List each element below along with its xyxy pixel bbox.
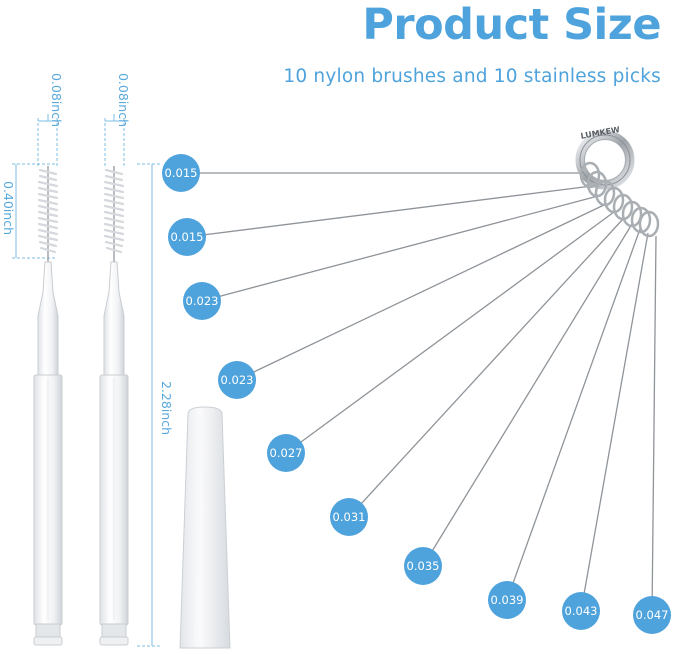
dimension-tip-right: 0.08inch xyxy=(104,73,131,168)
bristle-right xyxy=(103,166,125,262)
pick-wire xyxy=(422,223,633,567)
bristle-length-label: 0.40inch xyxy=(1,181,16,235)
pick-wire xyxy=(285,211,615,454)
pick-size-label: 0.035 xyxy=(407,559,440,573)
dimension-bristle-length: 0.40inch xyxy=(1,163,55,259)
pick-size-badge xyxy=(183,282,221,320)
pick-size-badge xyxy=(633,596,671,634)
pick-size-label: 0.031 xyxy=(333,510,366,524)
brush-cap xyxy=(179,406,231,649)
pick-size-badge xyxy=(562,592,600,630)
small-rings xyxy=(579,161,660,238)
bristle-left xyxy=(37,166,59,262)
pick-size-label: 0.039 xyxy=(491,593,524,607)
dimension-tip-left: 0.08inch xyxy=(37,73,64,168)
tip-width-label-right: 0.08inch xyxy=(116,73,131,127)
tip-width-label-left: 0.08inch xyxy=(49,73,64,127)
pick-wire xyxy=(236,203,607,381)
brush-left xyxy=(33,166,63,646)
pick-size-label: 0.015 xyxy=(165,166,198,180)
dimension-markers: 0.08inch 0.08inch 0.40inch 2.28inch xyxy=(1,73,174,647)
pick-size-label: 0.027 xyxy=(270,446,303,460)
pick-size-badge xyxy=(168,218,206,256)
page-title: Product Size xyxy=(362,0,661,50)
pick-size-labels: 0.015 0.015 0.023 0.023 0.027 0.031 0.035 0.039… xyxy=(162,154,671,634)
pick-wire xyxy=(186,185,593,238)
pick-size-label: 0.015 xyxy=(171,230,204,244)
pick-wire xyxy=(506,228,641,601)
total-length-label: 2.28inch xyxy=(159,381,174,435)
brush-right xyxy=(99,166,129,646)
pick-wire xyxy=(348,218,624,518)
pick-size-badge xyxy=(267,434,305,472)
dimension-total-length: 2.28inch xyxy=(137,163,174,647)
stainless-picks xyxy=(181,172,657,616)
pick-size-label: 0.047 xyxy=(636,608,669,622)
pick-size-badge xyxy=(162,154,200,192)
page-subtitle: 10 nylon brushes and 10 stainless picks xyxy=(283,66,661,87)
pick-size-label: 0.023 xyxy=(186,294,219,308)
pick-size-badge xyxy=(404,547,442,585)
pick-size-badge xyxy=(488,581,526,619)
key-ring: LUMKEW xyxy=(575,125,660,238)
pick-wire xyxy=(580,232,649,612)
pick-size-label: 0.023 xyxy=(221,373,254,387)
pick-wire xyxy=(651,235,657,616)
pick-size-label: 0.043 xyxy=(565,604,598,618)
pick-size-badge xyxy=(218,361,256,399)
pick-size-badge xyxy=(330,498,368,536)
pick-wire xyxy=(201,195,599,302)
